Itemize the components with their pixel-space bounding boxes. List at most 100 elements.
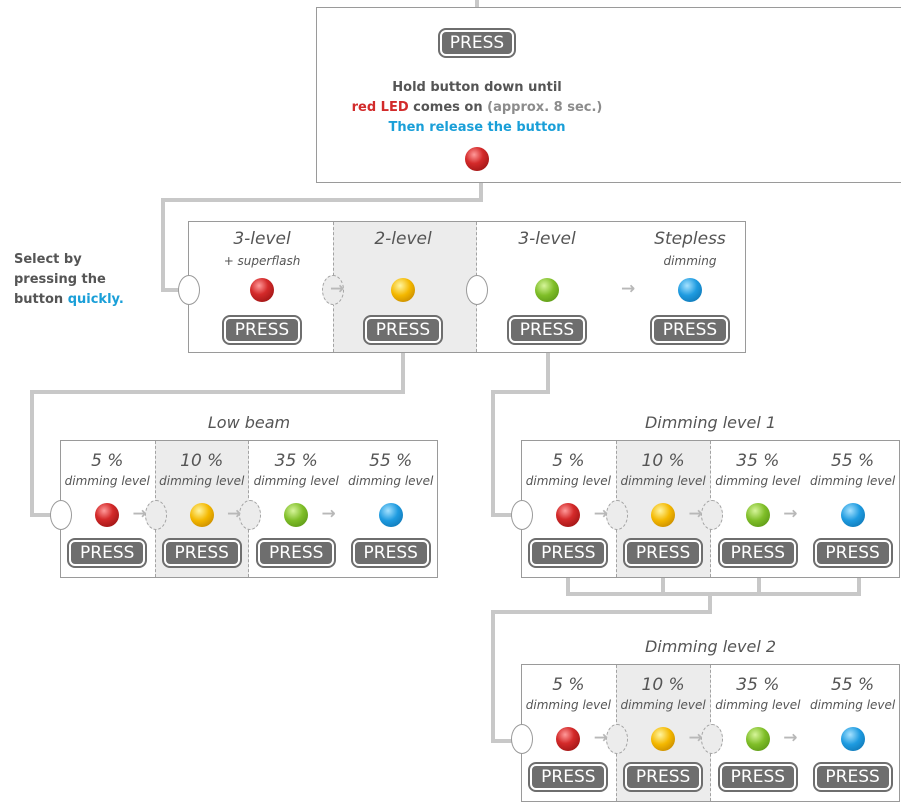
arrow-icon: → (593, 728, 608, 748)
group-title: Dimming level 1 (644, 413, 777, 432)
arrow-icon: → (783, 728, 798, 748)
percent-label: 10 % (641, 675, 685, 695)
mode-subtitle: + superflash (223, 254, 301, 268)
green-led-icon (284, 503, 309, 527)
percent-label: 5 % (91, 451, 124, 471)
dimming-label: dimming level (64, 474, 150, 488)
percent-label: 5 % (552, 451, 585, 471)
select-line-3-prefix: button (14, 292, 68, 307)
arrow-icon: → (688, 504, 703, 524)
red-led-icon (556, 727, 581, 751)
group-notch (605, 500, 628, 530)
yellow-led-icon (651, 727, 676, 751)
arrow-icon: → (132, 504, 147, 524)
arrow-icon: → (321, 504, 336, 524)
release-line: Then release the button (388, 120, 566, 135)
mode-title: 3-level (518, 229, 576, 249)
arrow-icon: → (593, 504, 608, 524)
red-led-indicator (465, 147, 489, 171)
approx-text: (approx. 8 sec.) (482, 100, 603, 115)
group-notch (511, 724, 533, 754)
select-line-3: button quickly. (14, 290, 124, 310)
press-button[interactable]: PRESS (363, 315, 443, 345)
press-button[interactable]: PRESS (67, 538, 148, 568)
press-button[interactable]: PRESS (623, 762, 704, 792)
mode-notch (466, 275, 488, 305)
group-notch (50, 500, 72, 530)
arrow-icon: → (688, 728, 703, 748)
percent-label: 55 % (831, 675, 875, 695)
dimming-label: dimming level (620, 698, 706, 712)
group-notch (239, 500, 261, 530)
dimming-label: dimming level (715, 474, 801, 488)
group-notch (511, 500, 533, 530)
mode-title: 3-level (233, 229, 291, 249)
press-button[interactable]: PRESS (623, 538, 704, 568)
dimming-label: dimming level (159, 474, 245, 488)
press-button[interactable]: PRESS (717, 538, 798, 568)
press-button[interactable]: PRESS (528, 762, 609, 792)
percent-label: 5 % (552, 675, 585, 695)
group-notch (700, 500, 723, 530)
blue-led-icon (378, 503, 403, 527)
group-notch (700, 724, 723, 754)
dimming-label: dimming level (253, 474, 339, 488)
press-button[interactable]: PRESS (812, 538, 893, 568)
dimming-label: dimming level (620, 474, 706, 488)
mode-title: Stepless (654, 229, 726, 249)
press-button[interactable]: PRESS (812, 762, 893, 792)
percent-label: 35 % (736, 451, 780, 471)
red-led-icon (556, 503, 581, 527)
percent-label: 55 % (831, 451, 875, 471)
dimming-label: dimming level (810, 474, 896, 488)
quickly-text: quickly (67, 292, 119, 307)
mode-subtitle: dimming (663, 254, 717, 268)
percent-label: 10 % (641, 451, 685, 471)
press-button[interactable]: PRESS (438, 28, 516, 58)
group-title: Dimming level 2 (644, 637, 777, 656)
select-line-3-suffix: . (118, 292, 124, 307)
dimming-label: dimming level (348, 474, 434, 488)
group-notch (605, 724, 628, 754)
select-line-2: pressing the (14, 272, 106, 287)
blue-led-icon (840, 503, 865, 527)
press-button[interactable]: PRESS (528, 538, 609, 568)
group-notch (144, 500, 167, 530)
arrow-icon: → (783, 504, 798, 524)
red-led-icon (95, 503, 120, 527)
select-note: Select by pressing the button quickly. (14, 250, 124, 310)
press-button[interactable]: PRESS (256, 538, 337, 568)
press-button[interactable]: PRESS (161, 538, 242, 568)
hold-line-1: Hold button down until (392, 80, 562, 95)
hold-line-2: red LED comes on (approx. 8 sec.) (320, 98, 634, 118)
green-led-icon (745, 503, 770, 527)
comes-on-text: comes on (408, 100, 483, 115)
dimming-label: dimming level (525, 698, 611, 712)
dimming-label: dimming level (715, 698, 801, 712)
blue-led-icon (678, 278, 702, 302)
press-button[interactable]: PRESS (507, 315, 587, 345)
blue-led-icon (840, 727, 865, 751)
mode-title: 2-level (374, 229, 432, 249)
select-line-1: Select by (14, 252, 82, 267)
press-button[interactable]: PRESS (350, 538, 431, 568)
arrow-icon: → (330, 279, 345, 299)
percent-label: 55 % (369, 451, 413, 471)
green-led-icon (745, 727, 770, 751)
yellow-led-icon (189, 503, 214, 527)
press-button[interactable]: PRESS (650, 315, 730, 345)
yellow-led-icon (651, 503, 676, 527)
setup-box (316, 7, 901, 183)
green-led-icon (535, 278, 559, 302)
percent-label: 35 % (736, 675, 780, 695)
group-title: Low beam (207, 413, 291, 432)
press-button[interactable]: PRESS (717, 762, 798, 792)
dimming-label: dimming level (810, 698, 896, 712)
mode-notch (322, 275, 344, 305)
arrow-icon: → (621, 279, 636, 299)
percent-label: 10 % (180, 451, 224, 471)
dimming-label: dimming level (525, 474, 611, 488)
mode-notch (178, 275, 200, 305)
press-button[interactable]: PRESS (222, 315, 302, 345)
red-led-text: red LED (351, 100, 409, 115)
